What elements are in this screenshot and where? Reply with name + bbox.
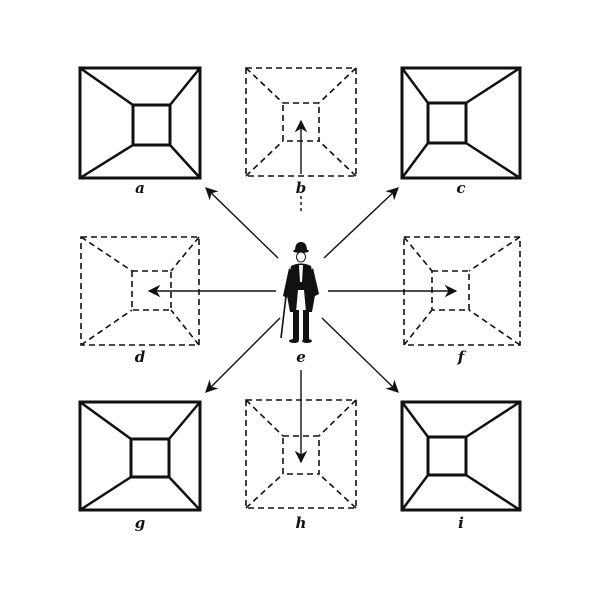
arrow-to-c (323, 187, 399, 259)
panel-a (78, 66, 202, 180)
label-g: g (135, 514, 146, 532)
panel-i (400, 400, 522, 512)
label-h: h (296, 514, 307, 532)
arrow-to-g (205, 317, 281, 393)
label-e: e (296, 348, 306, 366)
label-d: d (135, 348, 146, 366)
label-f: f (457, 348, 467, 366)
panel-h (245, 399, 357, 509)
man-in-bowler-hat-icon (280, 242, 319, 343)
radiating-arrows (147, 187, 458, 393)
label-b: b (296, 179, 307, 197)
arrow-to-a (205, 187, 279, 259)
arrow-to-i (321, 317, 399, 393)
panel-g (78, 400, 202, 512)
label-c: c (456, 179, 465, 197)
panel-b (245, 67, 357, 177)
label-i: i (458, 514, 464, 532)
panel-c (400, 66, 522, 180)
label-a: a (135, 179, 145, 197)
